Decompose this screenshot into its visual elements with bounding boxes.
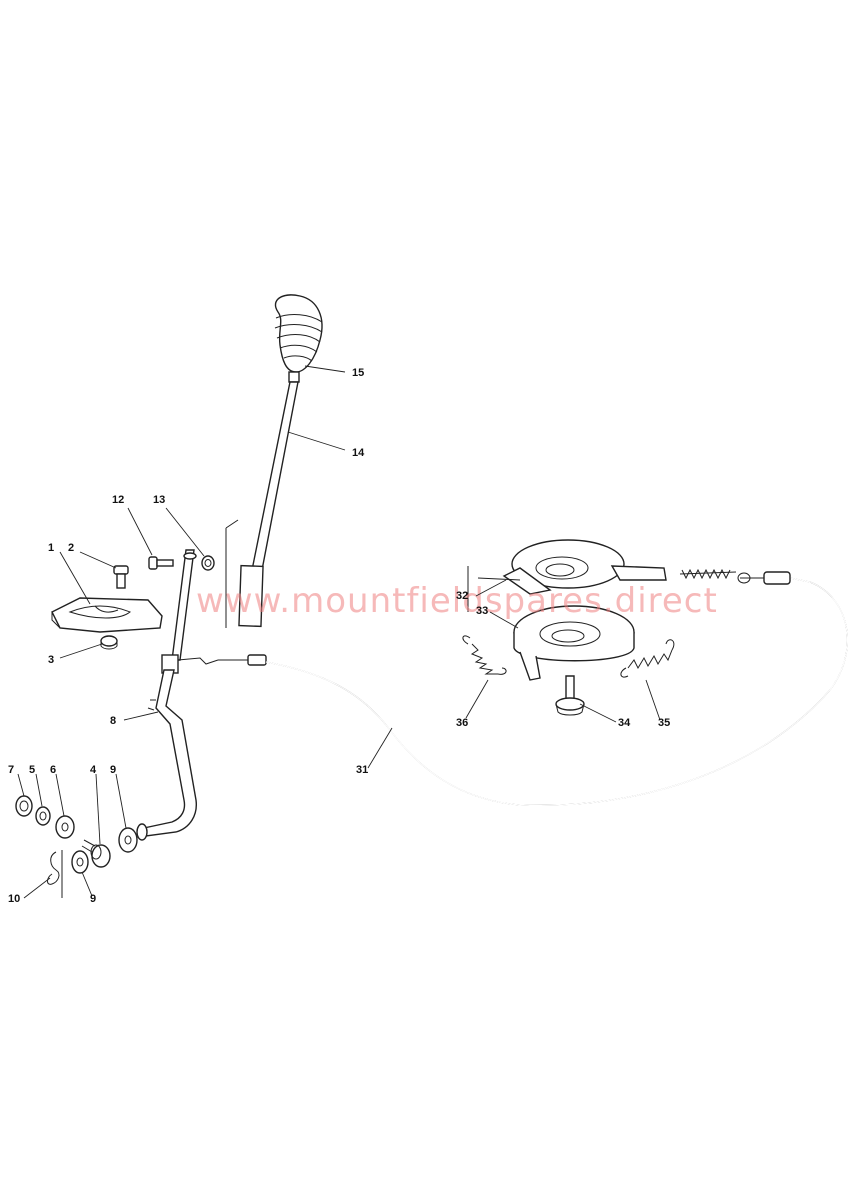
clutch-cable <box>218 571 849 807</box>
part-label-36: 36 <box>456 717 468 729</box>
lever-body <box>136 549 219 841</box>
part-label-1: 1 <box>48 542 54 554</box>
spring-left <box>462 635 507 675</box>
part-label-7: 7 <box>8 764 14 776</box>
part-label-15: 15 <box>352 367 364 379</box>
pivot-bracket <box>51 597 163 633</box>
washer-lower <box>71 850 89 874</box>
screw <box>148 556 174 570</box>
spacer <box>15 795 33 817</box>
part-label-35: 35 <box>658 717 670 729</box>
bushing <box>81 839 111 868</box>
part-label-8: 8 <box>110 715 116 727</box>
brake-plate-upper <box>467 539 737 612</box>
bolt <box>113 565 129 589</box>
part-label-4: 4 <box>90 764 97 776</box>
watermark-text: www.mountfieldspares.direct <box>196 581 718 621</box>
part-label-3: 3 <box>48 654 54 666</box>
part-label-2: 2 <box>68 542 74 554</box>
pivot-bolt <box>555 675 585 716</box>
part-label-14: 14 <box>352 447 365 459</box>
r-clip <box>47 850 63 898</box>
lock-nut <box>201 555 215 571</box>
washer-right <box>118 827 138 853</box>
part-label-12: 12 <box>112 494 124 506</box>
part-label-9-upper: 9 <box>110 764 116 776</box>
part-label-34: 34 <box>618 717 631 729</box>
part-label-13: 13 <box>153 494 165 506</box>
part-label-32: 32 <box>456 590 468 602</box>
part-label-5: 5 <box>29 764 35 776</box>
washer-small <box>35 806 51 826</box>
lever-knob <box>274 294 323 383</box>
part-label-9-lower: 9 <box>90 893 96 905</box>
leader-lines <box>17 365 661 899</box>
washer-large <box>55 815 75 839</box>
part-label-31: 31 <box>356 764 368 776</box>
nut <box>100 635 118 650</box>
part-label-6: 6 <box>50 764 56 776</box>
brake-plate-lower <box>513 605 635 681</box>
part-label-10: 10 <box>8 893 20 905</box>
spring-right <box>620 639 675 678</box>
part-label-33: 33 <box>476 605 488 617</box>
lever-rod <box>225 381 299 628</box>
